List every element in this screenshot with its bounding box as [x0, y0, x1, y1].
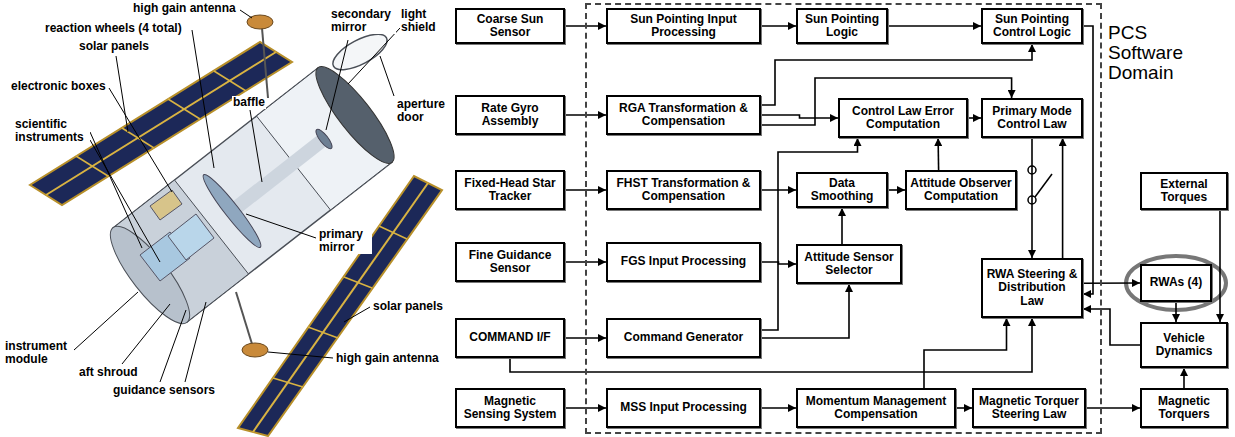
signal-arrow: [761, 407, 796, 409]
box-label: External Torques: [1145, 178, 1223, 204]
box-label: Sun Pointing Control Logic: [986, 13, 1078, 39]
signal-arrow: [761, 115, 838, 118]
box-label: Primary Mode Control Law: [986, 105, 1078, 131]
process-box: Fixed-Head Star Tracker: [455, 170, 565, 210]
box-label: Magnetic Torquers: [1145, 395, 1223, 421]
signal-arrow: [937, 138, 939, 170]
box-label: Attitude Observer Computation: [910, 177, 1012, 203]
process-box: Sun Pointing Input Processing: [606, 8, 761, 44]
process-box: FHST Transformation & Compensation: [606, 170, 761, 210]
box-label: Rate Gyro Assembly: [460, 102, 560, 128]
process-box: RWA Steering & Distribution Law: [981, 258, 1083, 318]
box-label: Magnetic Sensing System: [460, 395, 560, 421]
signal-arrow: [1083, 26, 1093, 294]
callout-label: guidance sensors: [112, 384, 216, 397]
box-label: MSS Input Processing: [620, 401, 747, 414]
box-label: Data Smoothing: [801, 177, 883, 203]
box-label: RWA Steering & Distribution Law: [986, 268, 1078, 308]
callout-label: high gain antenna: [335, 352, 440, 365]
process-box: Fine Guidance Sensor: [455, 242, 565, 282]
signal-arrow: [924, 318, 1007, 388]
signal-arrow: [761, 25, 796, 27]
process-box: Magnetic Torquers: [1140, 388, 1228, 428]
callout-label: secondary mirror: [330, 8, 396, 34]
box-label: RWAs (4): [1150, 276, 1202, 289]
hubble-illustration: [0, 0, 452, 437]
signal-arrow: [761, 138, 858, 330]
box-label: Momentum Management Compensation: [801, 395, 951, 421]
callout-label: solar panels: [78, 40, 150, 53]
callout-label: baffle: [232, 96, 266, 109]
callout-label: instrument module: [4, 340, 74, 366]
process-box: Magnetic Torquer Steering Law: [972, 388, 1086, 428]
signal-arrow: [1031, 138, 1033, 258]
signal-arrow: [956, 407, 972, 409]
callout-label: primary mirror: [318, 228, 372, 254]
box-label: RGA Transformation & Compensation: [611, 102, 756, 128]
callout-label: reaction wheels (4 total): [44, 22, 183, 35]
signal-arrow: [1083, 282, 1140, 284]
process-box: Sun Pointing Control Logic: [981, 8, 1083, 44]
signal-arrow: [968, 117, 981, 119]
callout-label: aperture door: [396, 98, 450, 124]
box-label: Sun Pointing Logic: [801, 13, 883, 39]
process-box: RWAs (4): [1140, 264, 1212, 302]
process-box: Sun Pointing Logic: [796, 8, 888, 44]
process-box: Rate Gyro Assembly: [455, 95, 565, 135]
process-box: Primary Mode Control Law: [981, 98, 1083, 138]
process-box: RGA Transformation & Compensation: [606, 95, 761, 135]
signal-arrow: [1083, 309, 1140, 345]
signal-arrow: [1219, 210, 1221, 322]
process-box: Momentum Management Compensation: [796, 388, 956, 428]
callout-label: electronic boxes: [10, 80, 107, 93]
box-label: Command Generator: [624, 331, 743, 344]
process-box: Control Law Error Computation: [838, 98, 968, 138]
signal-arrow: [1183, 368, 1185, 388]
signal-arrow: [1062, 138, 1064, 258]
callout-label: scientific instruments: [14, 118, 90, 144]
box-label: Coarse Sun Sensor: [460, 13, 560, 39]
callout-label: solar panels: [372, 300, 444, 313]
signal-arrow: [761, 44, 1032, 105]
process-box: Command Generator: [606, 318, 761, 358]
process-box: FGS Input Processing: [606, 242, 761, 282]
region-title: PCS Software Domain: [1108, 23, 1203, 83]
box-label: Vehicle Dynamics: [1145, 332, 1223, 358]
process-box: Attitude Sensor Selector: [796, 244, 902, 284]
process-box: Vehicle Dynamics: [1140, 322, 1228, 368]
box-label: Sun Pointing Input Processing: [611, 13, 756, 39]
signal-arrow: [888, 189, 905, 191]
box-label: Control Law Error Computation: [843, 105, 963, 131]
callout-label: light shield: [400, 8, 444, 34]
signal-arrow: [1086, 407, 1140, 409]
process-box: COMMAND I/F: [455, 318, 565, 358]
box-label: FHST Transformation & Compensation: [611, 177, 756, 203]
process-box: Attitude Observer Computation: [905, 170, 1017, 210]
telescope-body: [99, 15, 405, 357]
signal-arrow: [1175, 302, 1177, 322]
box-label: Fine Guidance Sensor: [460, 249, 560, 275]
box-label: COMMAND I/F: [469, 331, 550, 344]
callout-label: aft shroud: [78, 366, 139, 379]
process-box: MSS Input Processing: [606, 388, 761, 428]
process-box: Coarse Sun Sensor: [455, 8, 565, 44]
signal-arrow: [888, 25, 981, 27]
signal-arrow: [510, 318, 1032, 372]
process-box: Data Smoothing: [796, 172, 888, 208]
signal-arrow: [841, 208, 843, 244]
box-label: Fixed-Head Star Tracker: [460, 177, 560, 203]
leader-lines: [74, 10, 400, 382]
box-label: Magnetic Torquer Steering Law: [977, 395, 1081, 421]
box-label: FGS Input Processing: [621, 255, 746, 268]
callout-label: high gain antenna: [132, 2, 237, 15]
software-domain-region: PCS Software DomainSun Pointing Input Pr…: [585, 3, 1102, 434]
highlight-ring: [1126, 256, 1226, 310]
process-box: Magnetic Sensing System: [455, 388, 565, 428]
box-label: Attitude Sensor Selector: [801, 251, 897, 277]
process-box: External Torques: [1140, 172, 1228, 210]
